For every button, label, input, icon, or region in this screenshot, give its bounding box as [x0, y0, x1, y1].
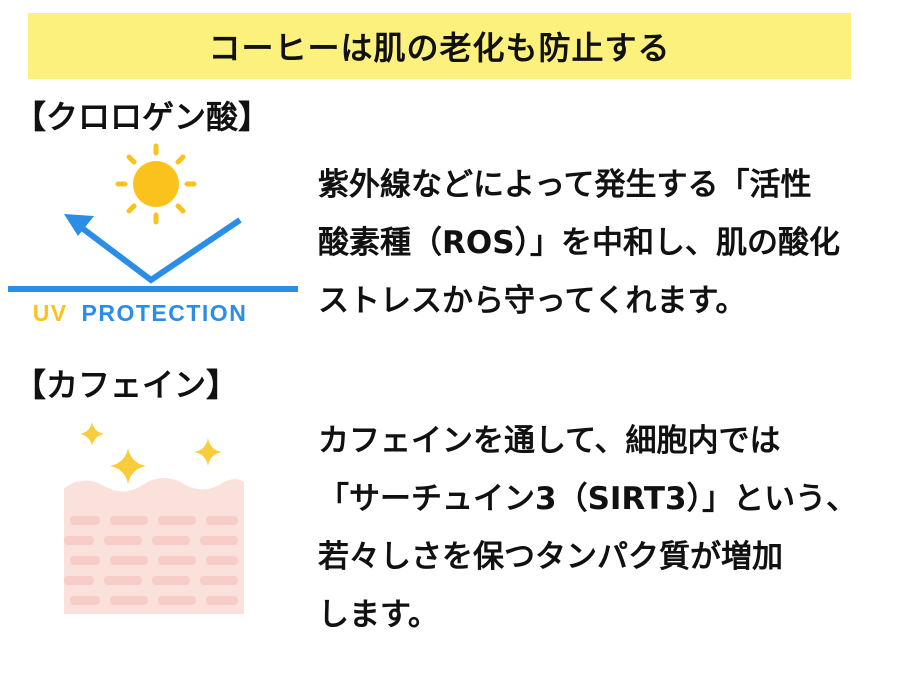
uv-reflect-arrow-icon [8, 214, 298, 292]
section-body-chlorogenic-acid: 紫外線などによって発生する「活性 酸素種（ROS）」を中和し、肌の酸化 ストレス… [318, 156, 840, 330]
section-body-caffeine: カフェインを通して、細胞内では 「サーチュイン3（SIRT3）」という、 若々し… [318, 412, 857, 644]
uv-caption-part: UV [33, 300, 68, 326]
body-line: 「サーチュイン3（SIRT3）」という、 [318, 481, 858, 517]
section-heading-chlorogenic-acid: 【クロロゲン酸】 [14, 98, 271, 136]
body-line: ストレスから守ってくれます。 [318, 283, 747, 319]
page-title: コーヒーは肌の老化も防止する [208, 29, 671, 67]
body-line: します。 [318, 597, 439, 633]
skin-illustration [64, 422, 244, 614]
body-line: 若々しさを保つタンパク質が増加 [318, 539, 783, 575]
title-banner: コーヒーは肌の老化も防止する [28, 13, 851, 79]
body-line: 酸素種（ROS）」を中和し、肌の酸化 [318, 225, 841, 261]
uv-protection-illustration: UV PROTECTION [8, 143, 298, 326]
sparkle-icon [80, 422, 222, 484]
skin-layers-icon [64, 478, 244, 614]
uv-caption-part: PROTECTION [82, 300, 248, 326]
body-line: カフェインを通して、細胞内では [318, 423, 781, 459]
uv-protection-caption: UV PROTECTION [33, 300, 248, 326]
body-line: 紫外線などによって発生する「活性 [318, 167, 812, 203]
sun-icon [115, 143, 197, 225]
section-heading-caffeine: 【カフェイン】 [14, 366, 239, 404]
